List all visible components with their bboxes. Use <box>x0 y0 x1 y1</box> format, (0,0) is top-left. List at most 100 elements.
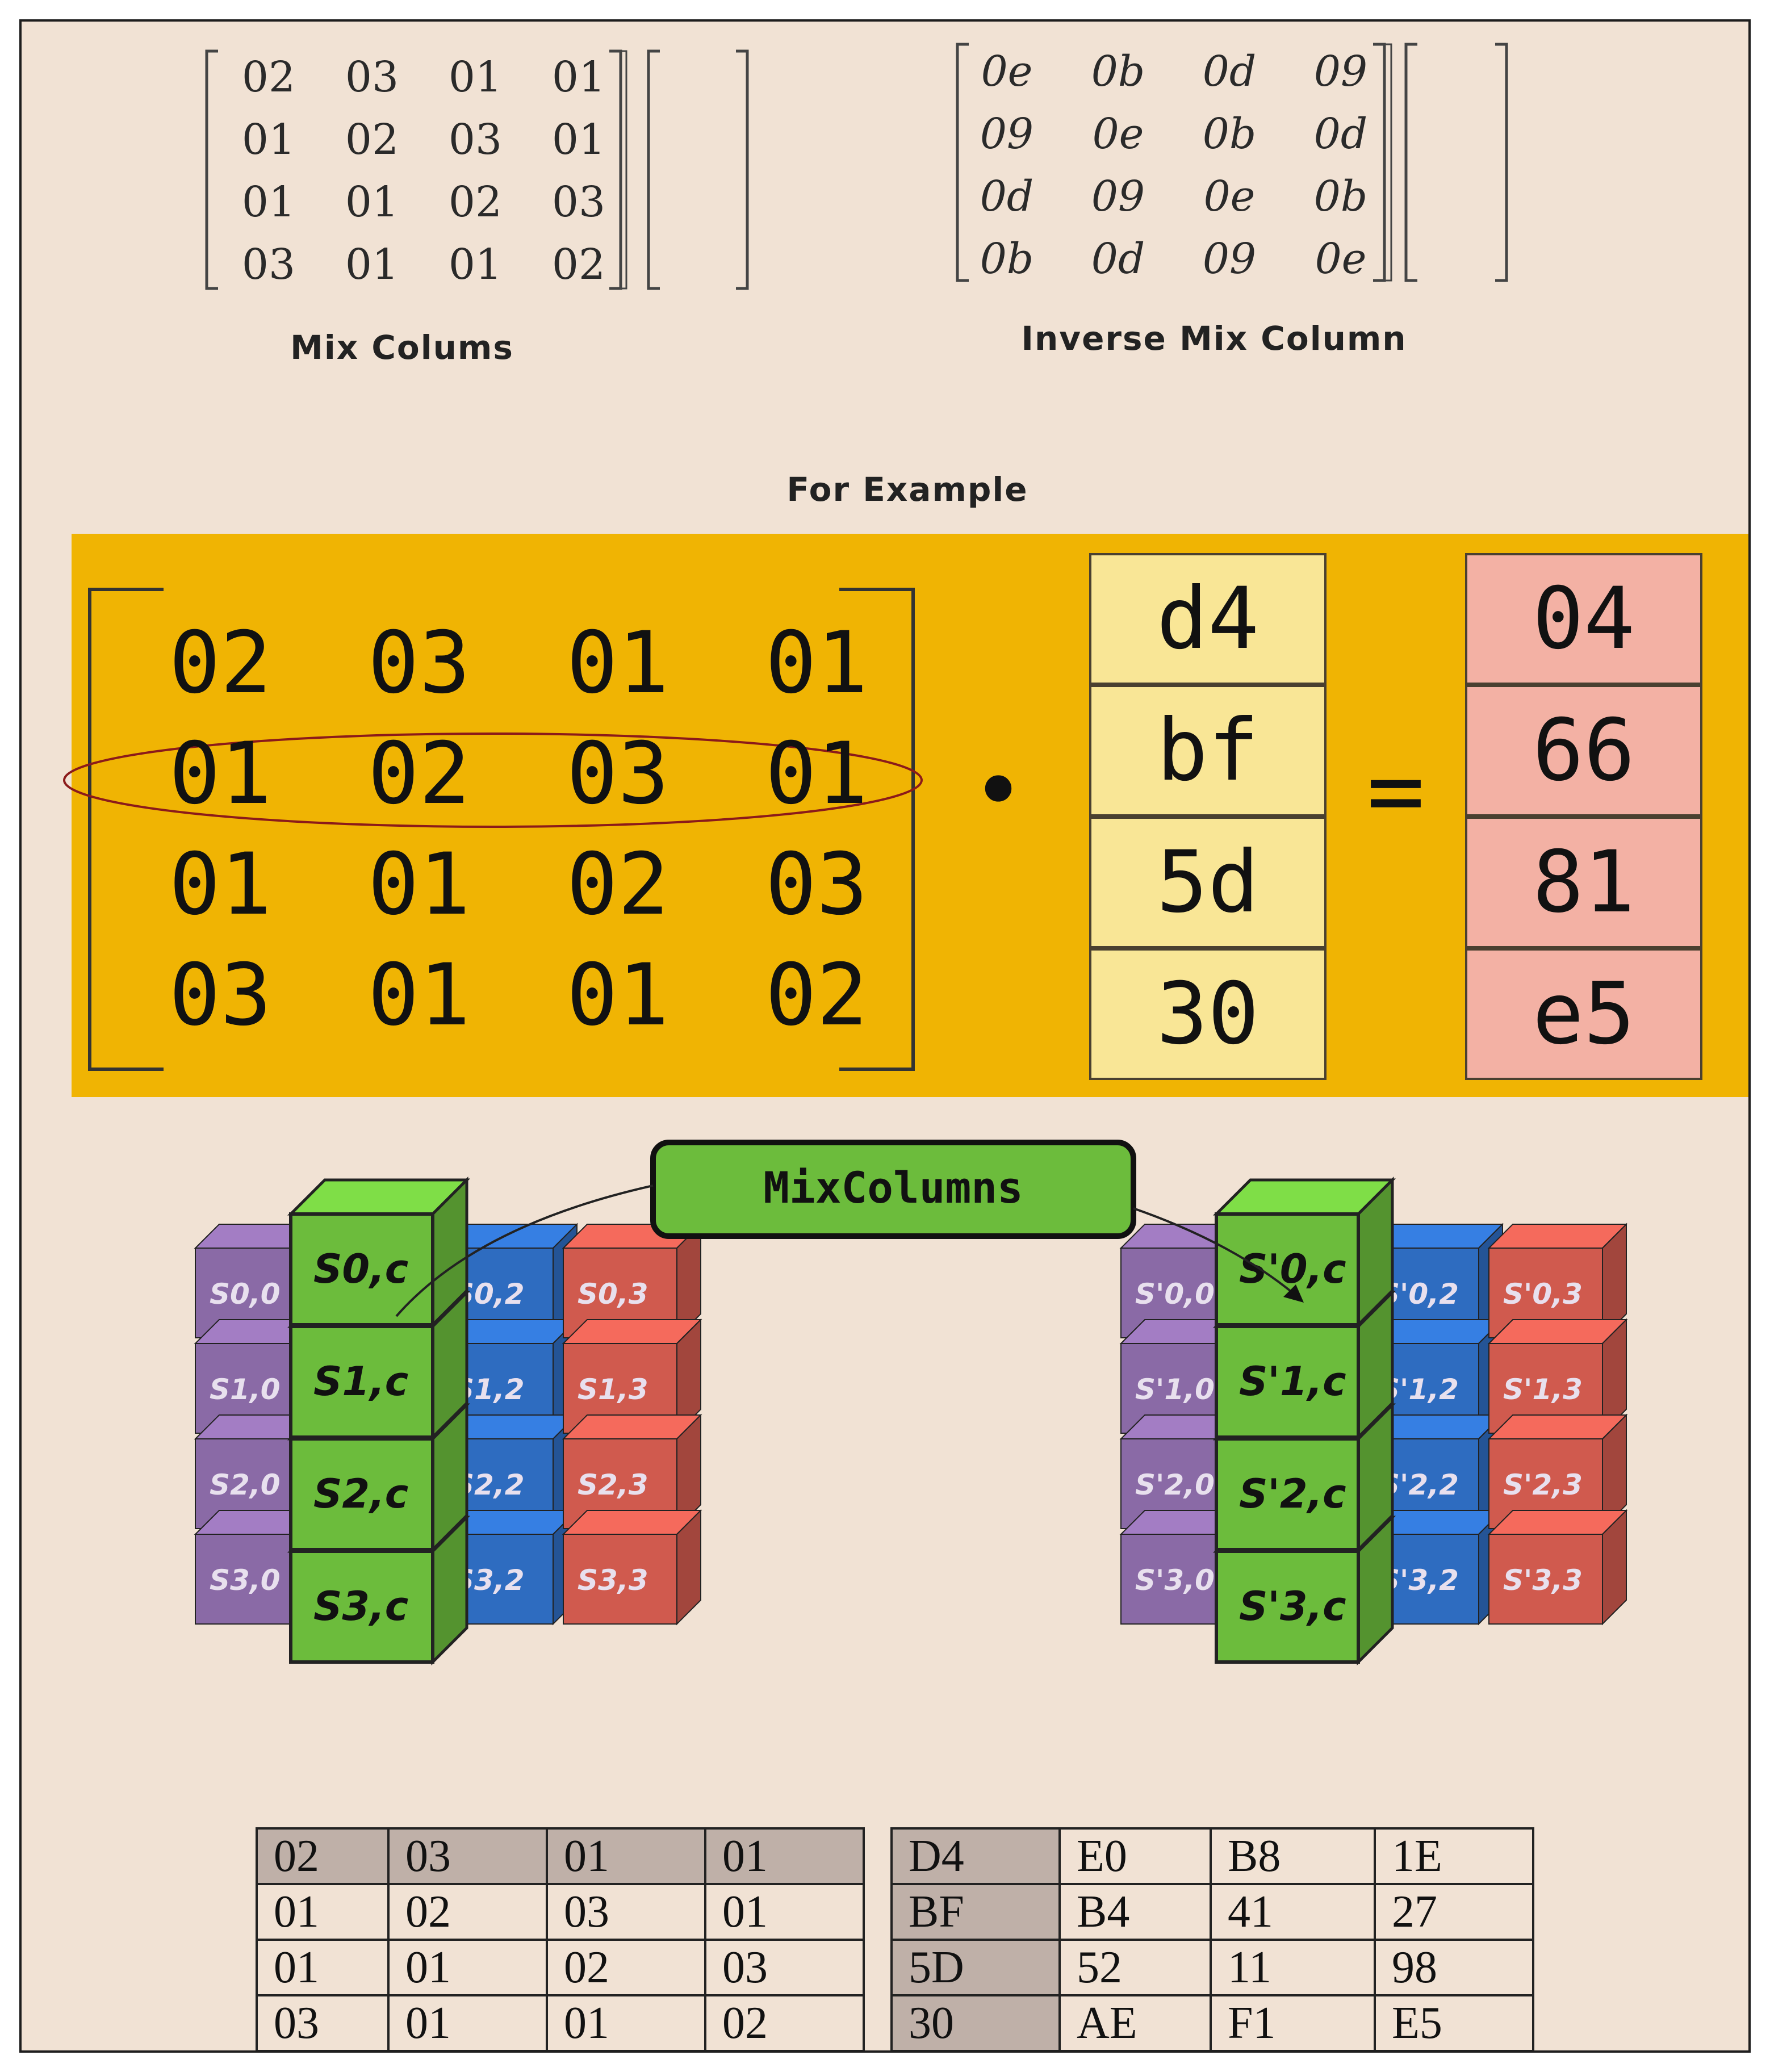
table-cell: B8 <box>1210 1827 1376 1885</box>
left-state-cell-colc <box>289 1325 434 1439</box>
mix-matrix-cell: 01 <box>345 178 399 227</box>
example-matrix-cell: 01 <box>765 614 868 713</box>
table-cell: 11 <box>1210 1939 1376 1996</box>
inverse-matrix-cell: 0e <box>1092 110 1144 158</box>
table-cell: 03 <box>704 1939 865 1996</box>
mix-matrix-cell: 02 <box>241 53 296 102</box>
table-cell: E5 <box>1374 1994 1534 2050</box>
example-matrix-cell: 02 <box>169 614 272 713</box>
inverse-matrix-cell: 0d <box>1091 235 1145 283</box>
example-matrix-cell: 01 <box>367 946 471 1045</box>
table-cell: BF <box>890 1883 1061 1941</box>
table-cell: 98 <box>1374 1939 1534 1996</box>
mix-matrix-cell: 01 <box>241 115 296 164</box>
mix-matrix-cell: 03 <box>448 115 503 164</box>
mix-matrix-cell: 03 <box>551 178 606 227</box>
example-matrix-cell: 03 <box>765 835 868 934</box>
right-state-cell-col3 <box>1488 1534 1603 1625</box>
right-state-cell-colc-label: S'1,c <box>1239 1358 1346 1405</box>
inverse-matrix-cell: 09 <box>980 110 1034 158</box>
right-state-cell-colc-label: S'0,c <box>1239 1246 1346 1292</box>
table-cell: 01 <box>704 1827 865 1885</box>
left-state-cell-colc-label: S0,c <box>313 1246 408 1292</box>
example-matrix-cell: 02 <box>367 725 471 823</box>
right-state-cell-col0 <box>1120 1534 1229 1625</box>
inverse-matrix-cell: 0d <box>980 172 1034 221</box>
output-value-box: 04 <box>1465 553 1702 685</box>
table-cell: 01 <box>256 1939 390 1996</box>
left-state-cell-col0-label: S3,0 <box>210 1564 281 1597</box>
left-state-cell-colc-label: S2,c <box>313 1471 408 1517</box>
table-cell: 27 <box>1374 1883 1534 1941</box>
example-matrix-cell: 02 <box>566 835 669 934</box>
table-cell: 01 <box>256 1883 390 1941</box>
table-cell: AE <box>1058 1994 1212 2050</box>
inverse-matrix-cell: 09 <box>1091 172 1145 221</box>
inverse-matrix-cell: 0e <box>1315 235 1367 283</box>
left-state-cell-col3-label: S2,3 <box>578 1468 648 1501</box>
example-matrix-cell: 02 <box>765 946 868 1045</box>
table-cell: 01 <box>387 1994 548 2050</box>
example-matrix-cell: 01 <box>169 725 272 823</box>
inverse-matrix-cell: 0b <box>980 235 1034 283</box>
left-state-cell-col0-label: S1,0 <box>210 1373 281 1406</box>
table-cell: 03 <box>387 1827 548 1885</box>
table-cell: E0 <box>1058 1827 1212 1885</box>
mix-matrix-cell: 01 <box>345 240 399 289</box>
input-value-box: 30 <box>1089 948 1327 1080</box>
table-cell: 02 <box>387 1883 548 1941</box>
example-matrix-cell: 01 <box>566 614 669 713</box>
table-cell: 02 <box>256 1827 390 1885</box>
left-state-cell-colc <box>289 1212 434 1326</box>
arc-right <box>1133 1207 1295 1295</box>
mix-matrix-cell: 02 <box>448 178 503 227</box>
table-cell: 01 <box>387 1939 548 1996</box>
inverse-matrix-cell: 0d <box>1202 47 1257 96</box>
table-cell: 41 <box>1210 1883 1376 1941</box>
right-state-cell-col3-label: S'1,3 <box>1503 1373 1583 1406</box>
example-matrix-cell: 01 <box>765 725 868 823</box>
right-state-cell-colc <box>1215 1212 1360 1326</box>
table-cell: 01 <box>546 1994 706 2050</box>
inverse-matrix-cell: 09 <box>1202 235 1257 283</box>
table-cell: 02 <box>546 1939 706 1996</box>
mix-matrix-cell: 01 <box>551 53 606 102</box>
input-value-box: bf <box>1089 685 1327 817</box>
right-state-cell-col3-label: S'3,3 <box>1503 1564 1583 1597</box>
example-matrix-cell: 03 <box>566 725 669 823</box>
input-value-box: 5d <box>1089 817 1327 948</box>
mixcolumns-label: MixColumns <box>763 1162 1023 1213</box>
arrowhead-icon <box>1283 1284 1304 1303</box>
dot-operator: • <box>971 738 1026 844</box>
top-brackets <box>205 43 1508 290</box>
table-cell: 03 <box>256 1994 390 2050</box>
table-cell: 52 <box>1058 1939 1212 1996</box>
mix-matrix-cell: 02 <box>551 240 606 289</box>
example-matrix-cell: 01 <box>169 835 272 934</box>
for-example-caption: For Example <box>786 470 1028 509</box>
mix-matrix-cell: 01 <box>448 240 503 289</box>
right-state-cell-colc-label: S'2,c <box>1239 1471 1346 1517</box>
right-state-cell-col3-label: S'0,3 <box>1503 1278 1583 1311</box>
table-cell: 30 <box>890 1994 1061 2050</box>
right-state-cell-col3-label: S'2,3 <box>1503 1468 1583 1501</box>
table-cell: B4 <box>1058 1883 1212 1941</box>
output-value-box: 66 <box>1465 685 1702 817</box>
right-state-cell-colc <box>1215 1437 1360 1551</box>
output-value-box: 81 <box>1465 817 1702 948</box>
left-state-cell-col0-label: S0,0 <box>210 1278 281 1311</box>
left-state-cell-col3-label: S3,3 <box>578 1564 648 1597</box>
example-matrix-cell: 03 <box>169 946 272 1045</box>
mix-matrix-cell: 01 <box>241 178 296 227</box>
table-cell: 5D <box>890 1939 1061 1996</box>
inverse-matrix-cell: 0b <box>1202 110 1257 158</box>
table-cell: 01 <box>546 1827 706 1885</box>
